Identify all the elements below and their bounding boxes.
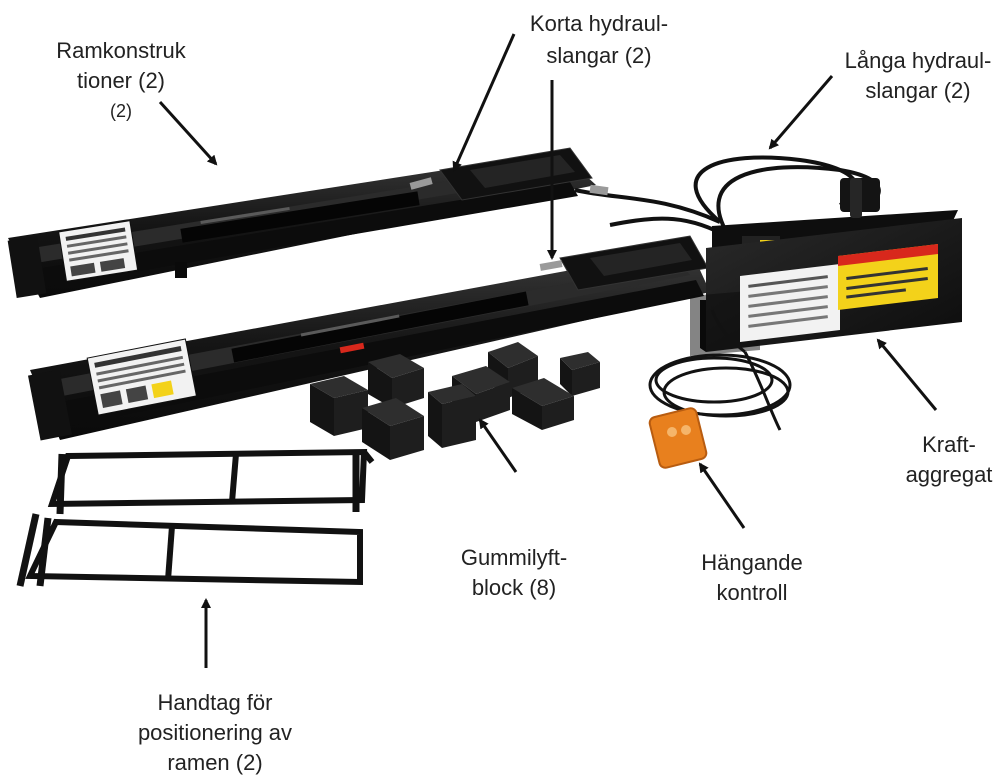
positioning-handle <box>16 513 363 587</box>
power-unit-decal-white <box>740 264 840 342</box>
power-unit <box>690 178 962 356</box>
rubber-block <box>428 384 476 448</box>
rubber-blocks <box>310 342 600 460</box>
label-pendant: Hängande kontroll <box>701 550 803 605</box>
rubber-block <box>310 376 368 436</box>
arrow-short-hoses-upper <box>452 33 516 172</box>
upper-frame <box>7 147 596 298</box>
label-frames: Ramkonstruk tioner (2) (2) <box>56 38 186 121</box>
positioning-handles <box>16 448 375 587</box>
upper-frame-decal <box>58 220 139 282</box>
label-rubber-blocks: Gummilyft- block (8) <box>460 545 568 600</box>
rubber-block <box>368 354 424 408</box>
rubber-block <box>362 398 424 460</box>
lower-frame <box>27 235 710 441</box>
power-unit-decal-warning <box>838 244 938 310</box>
label-long-hoses: Långa hydraul- slangar (2) <box>844 48 992 103</box>
arrow-frames <box>158 100 218 166</box>
label-short-hoses: Korta hydraul- slangar (2) <box>529 11 669 68</box>
label-power-unit: Kraft- aggregat <box>905 432 993 487</box>
arrow-power-unit <box>876 338 938 411</box>
arrow-rubber-blocks <box>478 418 518 473</box>
rubber-block <box>512 378 574 430</box>
hydraulic-hoses <box>409 155 881 271</box>
lower-frame-decal <box>86 338 198 416</box>
positioning-handle <box>47 448 375 515</box>
pendant-control <box>648 309 792 469</box>
arrow-long-hoses <box>768 75 834 150</box>
rubber-block <box>560 352 600 396</box>
arrow-pendant <box>698 462 746 529</box>
label-handles: Handtag för positionering av ramen (2) <box>137 690 293 775</box>
callout-arrows <box>158 33 938 668</box>
